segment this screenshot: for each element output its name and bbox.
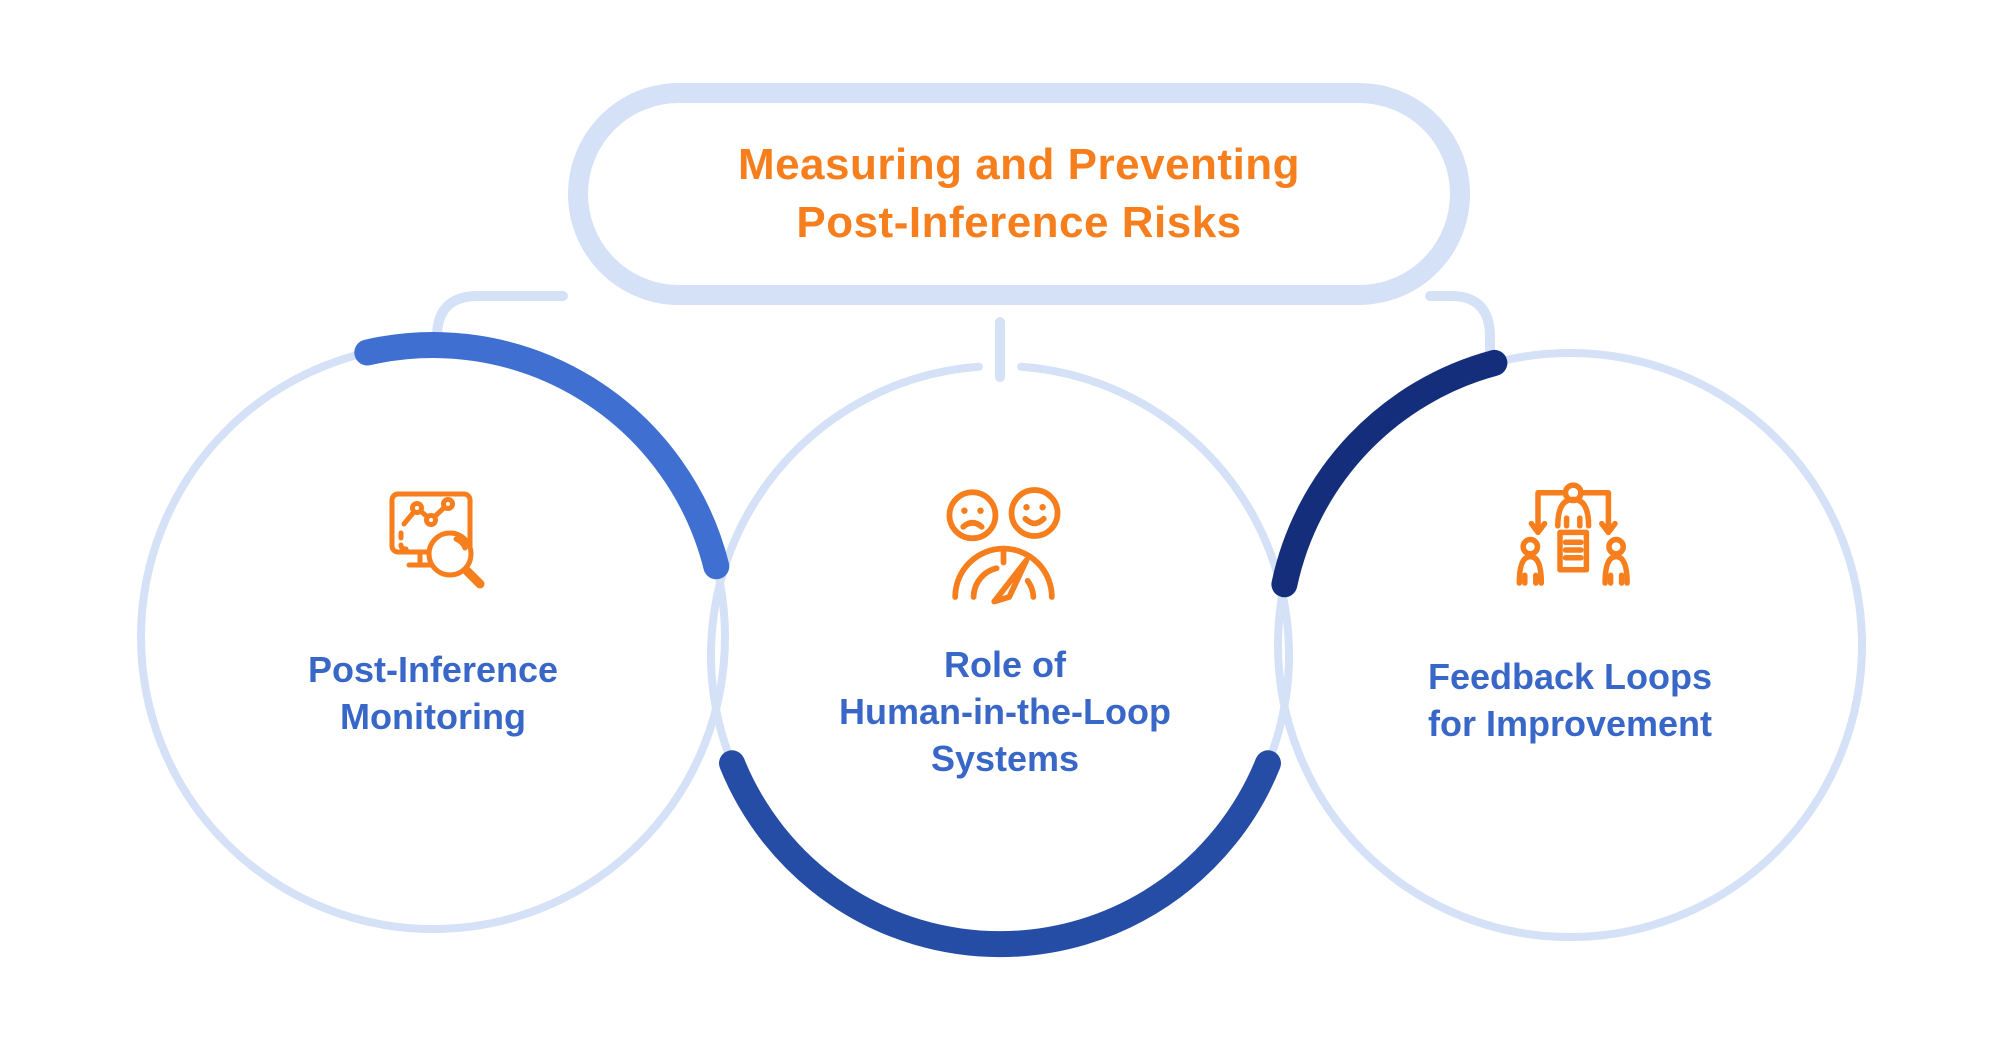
accent-arc-left-node <box>354 332 730 580</box>
monitor-stand <box>406 549 434 568</box>
node-circle-feedback-loops <box>1274 349 1866 941</box>
gauge-inner-arc-left <box>970 565 1000 600</box>
happy-face <box>1008 487 1061 539</box>
magnifier-handle <box>462 566 485 589</box>
left-person <box>1516 536 1545 586</box>
gauge-needle <box>991 557 1030 605</box>
sad-face <box>946 489 999 542</box>
connector-right <box>1425 291 1495 357</box>
node-label-post-inference-monitoring: Post-Inference Monitoring <box>183 646 683 740</box>
gauge <box>952 545 1055 605</box>
person-document-distribution-icon <box>1516 482 1630 586</box>
node2-label-line-3: Systems <box>930 738 1080 779</box>
node2-label-line-2: Human-in-the-Loop <box>839 691 1171 732</box>
gauge-inner-arc-right <box>1024 577 1037 600</box>
accent-arc-middle-node <box>719 750 1281 958</box>
document <box>1557 529 1590 573</box>
node1-label-line-1: Post-Inference <box>307 649 559 690</box>
node1-label-line-2: Monitoring <box>340 696 526 737</box>
title-line-1: Measuring and Preventing <box>737 140 1301 189</box>
screen-dashes <box>398 530 409 552</box>
node-label-feedback-loops: Feedback Loops for Improvement <box>1320 653 1820 747</box>
node2-label-line-1: Role of <box>944 644 1066 685</box>
title-bubble: Measuring and Preventing Post-Inference … <box>569 136 1469 252</box>
monitor-analytics-magnifier-icon <box>389 491 485 589</box>
node3-label-line-1: Feedback Loops <box>1427 656 1713 697</box>
accent-arc-right-node <box>1271 349 1508 598</box>
top-person <box>1555 482 1592 529</box>
chart-line <box>401 501 451 527</box>
title-bubble-shape <box>568 83 1470 305</box>
distribution-arrows <box>1528 490 1618 536</box>
node3-label-line-2: for Improvement <box>1427 703 1713 744</box>
node-label-human-in-the-loop: Role of Human-in-the-Loop Systems <box>755 641 1255 782</box>
magnifier <box>426 530 485 589</box>
sad-happy-faces-gauge-icon <box>946 487 1061 605</box>
title-line-2: Post-Inference Risks <box>796 198 1242 247</box>
right-person <box>1602 536 1630 586</box>
chart-points <box>410 497 455 527</box>
